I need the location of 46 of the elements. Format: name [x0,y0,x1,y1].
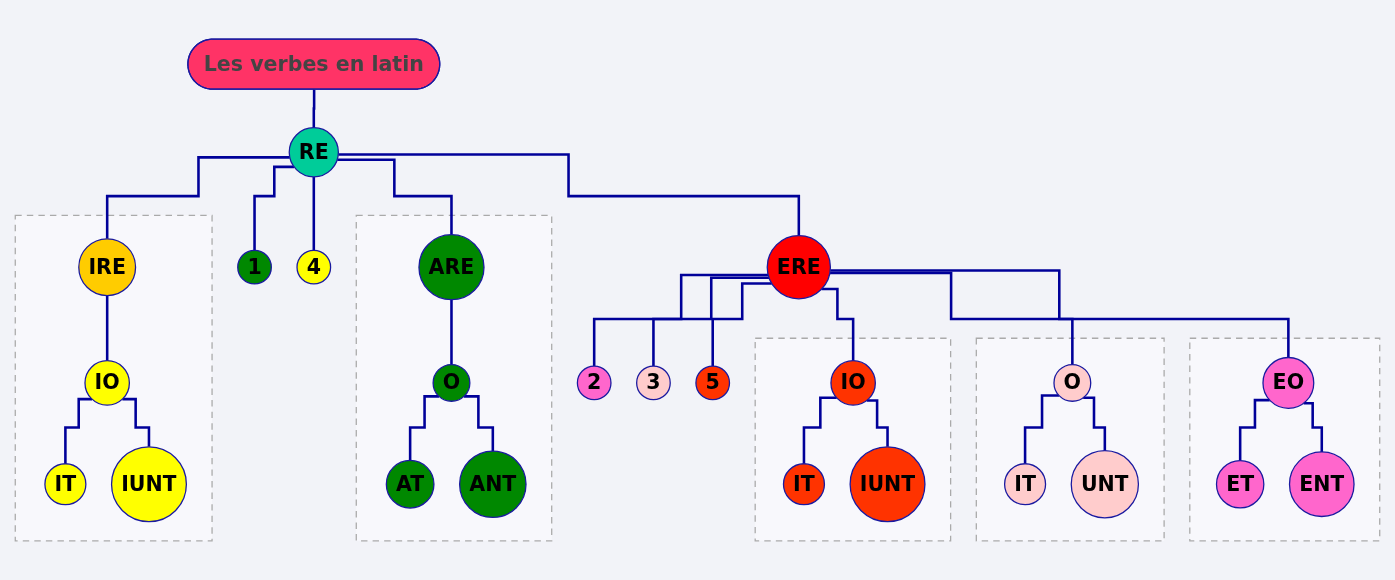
node-circle: IRE [78,238,137,297]
node-circle: AT [385,459,435,509]
node-circle: UNT [1070,450,1140,519]
connector [830,269,1290,359]
node-circle: IT [44,463,87,506]
node-circle: RE [288,127,339,178]
node-circle: IUNT [849,446,926,523]
node-circle: ERE [766,234,832,300]
connector [592,273,769,368]
connector [337,158,453,236]
cluster [355,214,553,542]
node-circle: O [432,363,471,402]
connector [450,298,453,366]
node-circle: 5 [695,365,731,401]
node-circle: EO [1262,356,1315,409]
node-circle: IUNT [110,446,187,523]
connector [312,175,316,252]
node-circle: 4 [296,249,332,285]
connector [408,395,439,462]
node-circle: ENT [1288,451,1355,518]
connector [652,276,770,368]
cluster [754,337,952,542]
connector [821,287,855,362]
connector [1303,401,1324,454]
connector [253,165,295,252]
connector [1238,398,1270,462]
node-circle: ANT [459,450,527,519]
cluster [975,337,1165,542]
node-circle: IO [84,360,130,406]
connector [829,271,1074,366]
connector [105,294,109,362]
node-circle: ET [1215,459,1265,509]
connector [711,282,772,368]
node-circle: ARE [418,234,485,301]
connector [1083,396,1107,452]
node-circle: IO [830,360,876,406]
node-circle: 2 [576,365,612,401]
node-circle: 3 [636,365,671,401]
connector [338,153,801,237]
connector [312,88,316,129]
node-circle: 1 [237,249,272,285]
node-circle: IT [1003,463,1047,506]
node-circle: O [1053,363,1092,402]
node-circle: IT [782,463,826,506]
cluster [1189,337,1381,542]
cluster [14,214,213,542]
